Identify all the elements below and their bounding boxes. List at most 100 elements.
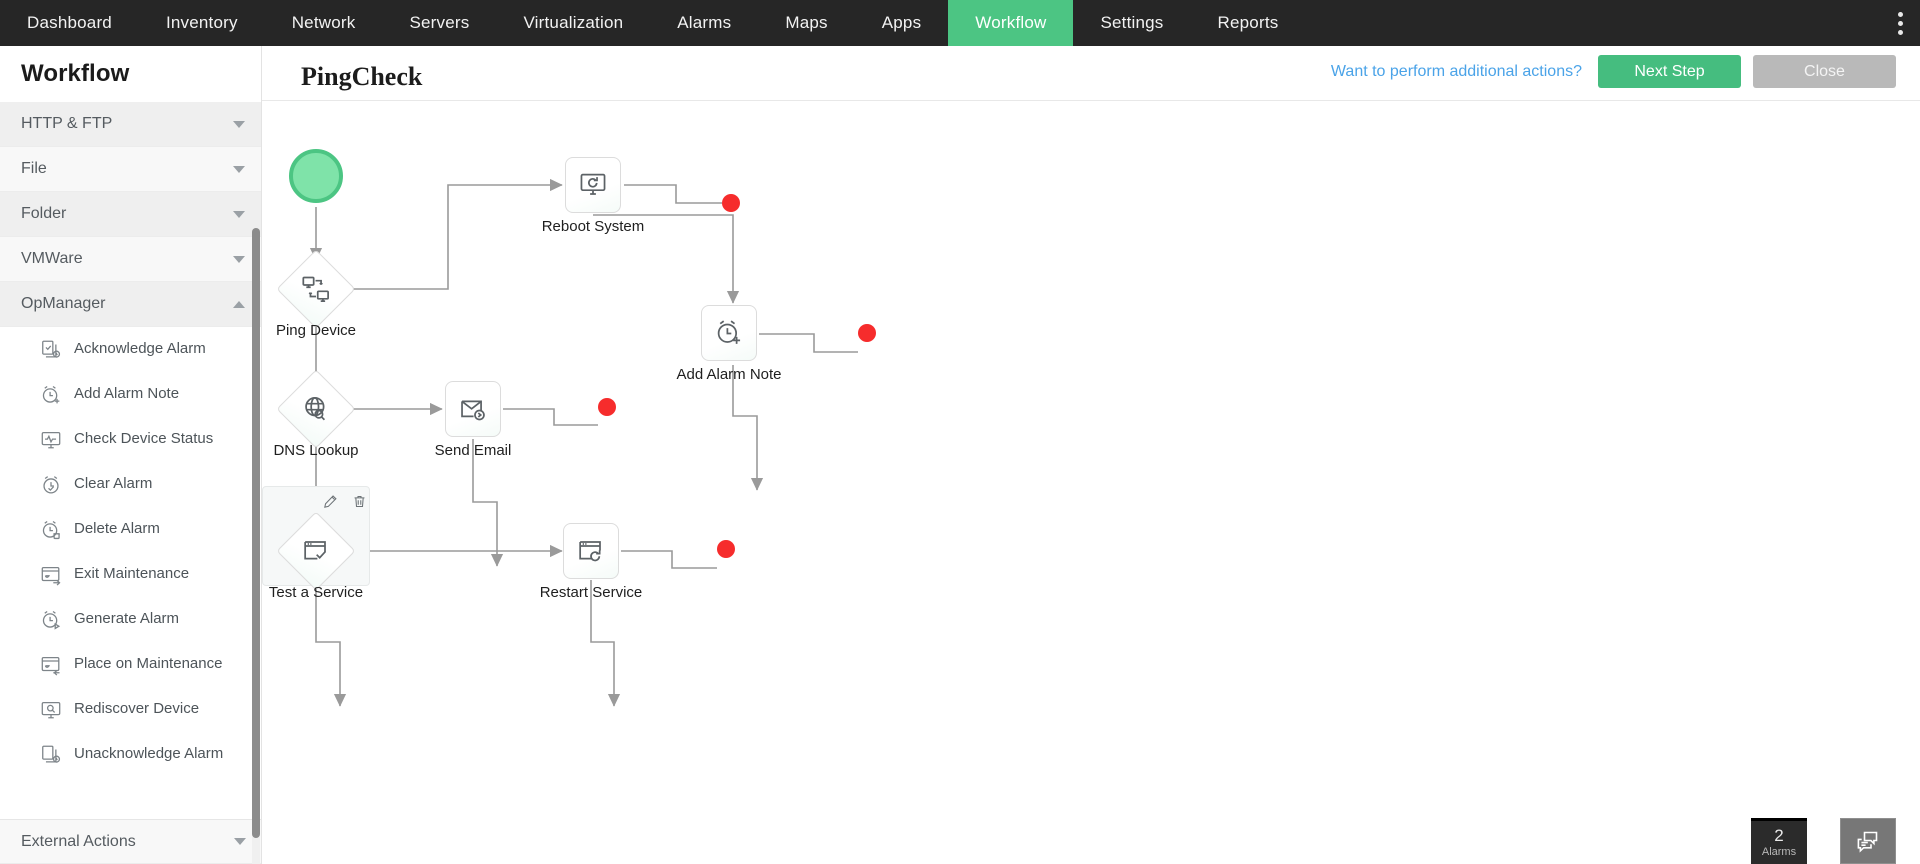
additional-actions-link[interactable]: Want to perform additional actions? xyxy=(1330,62,1582,80)
place-on-maintenance-icon xyxy=(40,654,62,676)
rounded-rect-shape xyxy=(563,523,619,579)
node-hit-area[interactable] xyxy=(444,380,502,438)
sidebar-group-label: Folder xyxy=(21,205,67,222)
nav-item-network[interactable]: Network xyxy=(291,13,356,32)
workflow-canvas[interactable]: Ping Device Reboot System xyxy=(262,102,1920,864)
clear-alarm-icon xyxy=(40,474,62,496)
sidebar-title: Workflow xyxy=(21,60,130,87)
nav-item-apps[interactable]: Apps xyxy=(881,13,922,32)
chevron-down-icon xyxy=(233,165,245,173)
sidebar-group-label: OpManager xyxy=(21,295,106,312)
top-navigation-bar: Dashboard Inventory Network Servers Virt… xyxy=(0,0,1920,46)
test-a-service-icon xyxy=(287,522,345,580)
sidebar-item-label: Unacknowledge Alarm xyxy=(74,745,224,763)
alarm-count-badge[interactable]: 2 Alarms xyxy=(1751,818,1807,864)
end-dot[interactable] xyxy=(722,194,740,212)
close-button[interactable]: Close xyxy=(1753,55,1896,88)
node-hit-area[interactable] xyxy=(564,156,622,214)
end-dot[interactable] xyxy=(717,540,735,558)
dns-lookup-icon xyxy=(287,380,345,438)
rounded-rect-shape xyxy=(565,157,621,213)
sidebar-action-list: Acknowledge Alarm Add Alarm Note Check D… xyxy=(0,327,261,777)
chevron-down-icon xyxy=(234,838,246,845)
sidebar-item-label: Delete Alarm xyxy=(74,520,160,538)
edit-node-icon[interactable] xyxy=(323,494,338,509)
nav-item-reports[interactable]: Reports xyxy=(1217,13,1279,32)
sidebar-group-http-ftp[interactable]: HTTP & FTP xyxy=(0,102,261,147)
restart-service-icon xyxy=(562,522,620,580)
add-alarm-note-icon xyxy=(40,384,62,406)
workflow-sidebar: Workflow HTTP & FTP File Folder VMWare O… xyxy=(0,46,262,864)
workflow-content: PingCheck Want to perform additional act… xyxy=(262,46,1920,864)
node-tools xyxy=(323,494,367,509)
chevron-down-icon xyxy=(233,120,245,128)
node-hit-area[interactable] xyxy=(276,511,356,591)
check-device-status-icon xyxy=(40,429,62,451)
sidebar-scrollbar-track[interactable] xyxy=(252,228,260,864)
node-hit-area[interactable] xyxy=(562,522,620,580)
end-dot[interactable] xyxy=(858,324,876,342)
rounded-rect-shape xyxy=(445,381,501,437)
end-dot[interactable] xyxy=(598,398,616,416)
page-header: PingCheck Want to perform additional act… xyxy=(262,46,1920,101)
nav-item-dashboard[interactable]: Dashboard xyxy=(27,13,112,32)
sidebar-item-label: Generate Alarm xyxy=(74,610,180,628)
generate-alarm-icon xyxy=(40,609,62,631)
sidebar-item-label: Place on Maintenance xyxy=(74,655,223,673)
page-title: PingCheck xyxy=(301,62,423,91)
nav-item-inventory[interactable]: Inventory xyxy=(165,13,238,32)
sidebar-item-exit-maintenance[interactable]: Exit Maintenance xyxy=(0,552,261,597)
start-circle-icon xyxy=(289,149,343,203)
acknowledge-alarm-icon xyxy=(40,339,62,361)
sidebar-item-label: Add Alarm Note xyxy=(74,385,180,403)
sidebar-item-unacknowledge-alarm[interactable]: Unacknowledge Alarm xyxy=(0,732,261,777)
sidebar-item-clear-alarm[interactable]: Clear Alarm xyxy=(0,462,261,507)
nav-spacer xyxy=(1305,0,1880,46)
sidebar-group-label: External Actions xyxy=(21,832,136,850)
sidebar-group-external-actions[interactable]: External Actions xyxy=(0,819,261,864)
sidebar-group-vmware[interactable]: VMWare xyxy=(0,237,261,282)
sidebar-item-delete-alarm[interactable]: Delete Alarm xyxy=(0,507,261,552)
delete-node-icon[interactable] xyxy=(352,494,367,509)
chat-bubbles-icon[interactable] xyxy=(1840,818,1896,864)
nav-item-workflow[interactable]: Workflow xyxy=(948,0,1074,46)
node-hit-area[interactable] xyxy=(276,249,356,329)
ping-device-icon xyxy=(287,260,345,318)
sidebar-item-check-device-status[interactable]: Check Device Status xyxy=(0,417,261,462)
sidebar-item-rediscover-device[interactable]: Rediscover Device xyxy=(0,687,261,732)
sidebar-item-label: Exit Maintenance xyxy=(74,565,190,583)
sidebar-item-label: Acknowledge Alarm xyxy=(74,340,206,358)
exit-maintenance-icon xyxy=(40,564,62,586)
header-actions: Want to perform additional actions? Next… xyxy=(1331,55,1896,88)
rediscover-device-icon xyxy=(40,699,62,721)
kebab-menu-icon[interactable] xyxy=(1880,0,1920,46)
sidebar-group-file[interactable]: File xyxy=(0,147,261,192)
nav-item-settings[interactable]: Settings xyxy=(1100,13,1164,32)
next-step-button[interactable]: Next Step xyxy=(1598,55,1741,88)
nav-item-maps[interactable]: Maps xyxy=(785,13,828,32)
sidebar-item-label: Clear Alarm xyxy=(74,475,153,493)
unacknowledge-alarm-icon xyxy=(40,744,62,766)
sidebar-item-generate-alarm[interactable]: Generate Alarm xyxy=(0,597,261,642)
sidebar-item-place-on-maintenance[interactable]: Place on Maintenance xyxy=(0,642,261,687)
alarm-count: 2 xyxy=(1774,826,1784,845)
node-hit-area[interactable] xyxy=(700,304,758,362)
chevron-down-icon xyxy=(233,255,245,263)
sidebar-item-add-alarm-note[interactable]: Add Alarm Note xyxy=(0,372,261,417)
sidebar-group-folder[interactable]: Folder xyxy=(0,192,261,237)
nav-item-virtualization[interactable]: Virtualization xyxy=(523,13,624,32)
sidebar-scrollbar-thumb[interactable] xyxy=(252,228,260,838)
sidebar-group-opmanager[interactable]: OpManager xyxy=(0,282,261,327)
add-alarm-note-icon xyxy=(700,304,758,362)
nav-item-alarms[interactable]: Alarms xyxy=(677,13,732,32)
node-hit-area[interactable] xyxy=(276,369,356,449)
sidebar-group-label: HTTP & FTP xyxy=(21,115,113,132)
sidebar-item-label: Rediscover Device xyxy=(74,700,200,718)
reboot-system-icon xyxy=(564,156,622,214)
nav-item-servers[interactable]: Servers xyxy=(409,13,470,32)
sidebar-item-label: Check Device Status xyxy=(74,430,214,448)
workflow-edges xyxy=(309,178,858,707)
delete-alarm-icon xyxy=(40,519,62,541)
sidebar-item-acknowledge-alarm[interactable]: Acknowledge Alarm xyxy=(0,327,261,372)
send-email-icon xyxy=(444,380,502,438)
